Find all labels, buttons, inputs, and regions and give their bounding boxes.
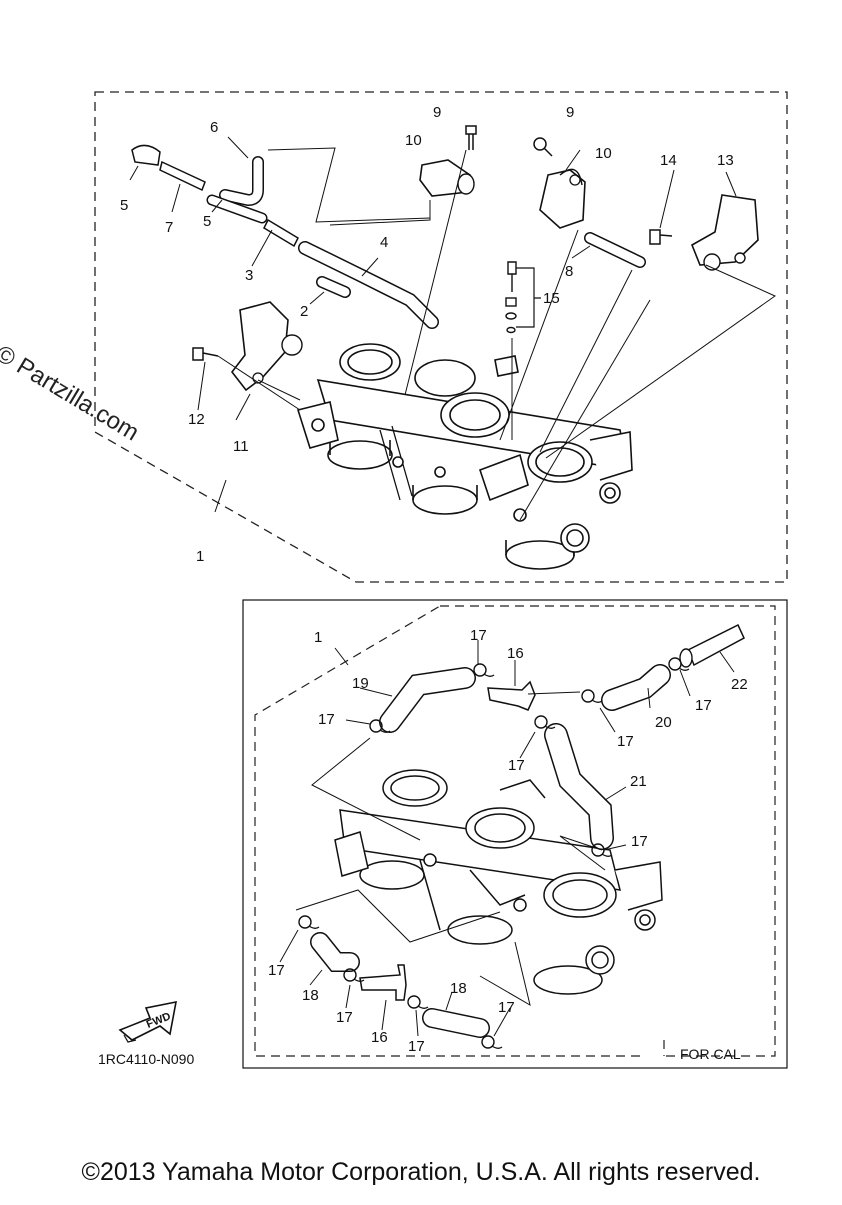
callout-16: 16 <box>507 645 524 662</box>
diagram-code: 1RC4110-N090 <box>98 1051 194 1067</box>
lower-frame <box>242 599 788 1069</box>
part-10-sensor-right <box>539 168 586 229</box>
callout-15: 15 <box>543 290 560 307</box>
part-18-hose-left <box>310 932 360 972</box>
callout-13: 13 <box>717 152 734 169</box>
callout-17: 17 <box>695 697 712 714</box>
part-20-hose <box>601 664 671 711</box>
leader-lines-lower <box>279 640 735 1037</box>
callout-17: 17 <box>470 627 487 644</box>
part-14-screw <box>649 229 673 245</box>
callout-17: 17 <box>318 711 335 728</box>
part-18-hose-right <box>422 1008 490 1038</box>
callout-16: 16 <box>371 1029 388 1046</box>
callout-17: 17 <box>617 733 634 750</box>
callout-18: 18 <box>450 980 467 997</box>
callouts-lower: 1 17 16 19 17 17 17 20 17 22 21 17 17 18… <box>268 627 748 1062</box>
callout-9: 9 <box>566 104 574 121</box>
callout-3: 3 <box>245 267 253 284</box>
callout-5: 5 <box>120 197 128 214</box>
part-5-cap <box>131 144 161 166</box>
part-10-sensor-left <box>419 159 475 197</box>
part-15-set <box>505 261 541 334</box>
callouts-upper: 6 5 7 5 3 4 2 9 10 9 10 14 13 8 15 12 11… <box>120 104 734 565</box>
callout-17: 17 <box>508 757 525 774</box>
part-5-hose <box>206 194 268 224</box>
callout-11: 11 <box>233 438 249 455</box>
throttle-body-assembly-lower <box>334 769 663 995</box>
part-22-fitting <box>679 623 745 668</box>
part-21-hose <box>544 723 614 850</box>
part-16-joint <box>487 680 536 711</box>
part-9-screw-left <box>465 125 477 150</box>
part-7-joint <box>159 160 206 192</box>
throttle-body-assembly <box>296 343 633 570</box>
callout-18: 18 <box>302 987 319 1004</box>
part-13-sensor <box>690 194 759 271</box>
callout-14: 14 <box>660 152 677 169</box>
callout-17: 17 <box>631 833 648 850</box>
lower-dashed-outline <box>254 605 776 1057</box>
callout-1: 1 <box>196 548 204 565</box>
callout-7: 7 <box>165 219 173 236</box>
callout-6: 6 <box>210 119 218 136</box>
upper-section: 6 5 7 5 3 4 2 9 10 9 10 14 13 8 15 12 11… <box>94 91 788 583</box>
part-16-tee <box>359 964 407 1001</box>
part-8-hose <box>584 232 646 268</box>
callout-10: 10 <box>405 132 422 149</box>
part-11-sensor <box>230 301 303 392</box>
callout-2: 2 <box>300 303 308 320</box>
callout-22: 22 <box>731 676 748 693</box>
assembly-outline <box>94 91 788 583</box>
lower-section: 1 17 16 19 17 17 17 20 17 22 21 17 17 18… <box>242 599 788 1069</box>
callout-5: 5 <box>203 213 211 230</box>
part-4-hose <box>298 241 439 329</box>
variant-label: FOR CAL <box>680 1046 741 1062</box>
callout-9: 9 <box>433 104 441 121</box>
callout-8: 8 <box>565 263 573 280</box>
fwd-arrow-icon: FWD <box>118 1000 178 1043</box>
callout-17: 17 <box>268 962 285 979</box>
callout-4: 4 <box>380 234 388 251</box>
part-3-fitting <box>263 218 299 248</box>
callout-21: 21 <box>630 773 647 790</box>
callout-10: 10 <box>595 145 612 162</box>
part-19-hose <box>379 667 476 733</box>
part-2-hose <box>316 276 351 298</box>
callout-17: 17 <box>408 1038 425 1055</box>
callout-20: 20 <box>655 714 672 731</box>
callout-17: 17 <box>498 999 515 1016</box>
part-6-hose <box>219 156 264 207</box>
copyright-notice: ©2013 Yamaha Motor Corporation, U.S.A. A… <box>81 1158 761 1186</box>
callout-1: 1 <box>314 629 322 646</box>
callout-19: 19 <box>352 675 369 692</box>
part-9-screw-right <box>533 137 553 157</box>
callout-12: 12 <box>188 411 205 428</box>
callout-17: 17 <box>336 1009 353 1026</box>
part-12-screw <box>192 347 219 361</box>
leader-lines-upper <box>129 136 777 521</box>
